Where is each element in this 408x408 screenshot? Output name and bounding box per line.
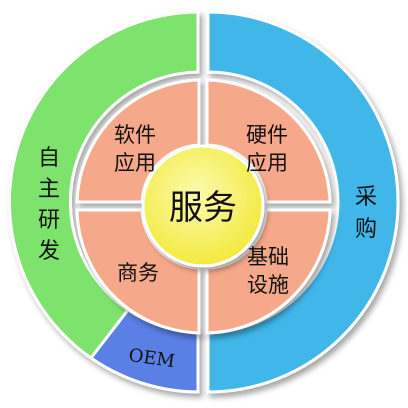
self-research-char-3: 研 (38, 208, 60, 233)
infrastructure-label-line1: 基础 (247, 245, 289, 269)
self-research-char-4: 发 (38, 239, 60, 264)
purchase-char-1: 采 (355, 185, 377, 210)
self-research-char-2: 主 (38, 177, 60, 202)
infrastructure-label-line2: 设施 (247, 273, 289, 297)
hardware-label-line2: 应用 (246, 151, 288, 175)
inner-segment-infrastructure (205, 208, 332, 335)
software-label-line2: 应用 (114, 151, 156, 175)
hardware-label-line1: 硬件 (246, 123, 288, 147)
business-label: 商务 (117, 261, 159, 285)
inner-segment-business (75, 208, 201, 335)
outer-segment-self-research (7, 10, 200, 361)
outer-segment-purchase (206, 10, 400, 394)
self-research-char-1: 自 (38, 146, 60, 171)
inner-segment-hardware (205, 78, 332, 204)
purchase-char-2: 购 (355, 217, 377, 242)
center-label: 服务 (169, 188, 237, 228)
center-circle (141, 144, 265, 268)
software-label-line1: 软件 (114, 123, 156, 147)
